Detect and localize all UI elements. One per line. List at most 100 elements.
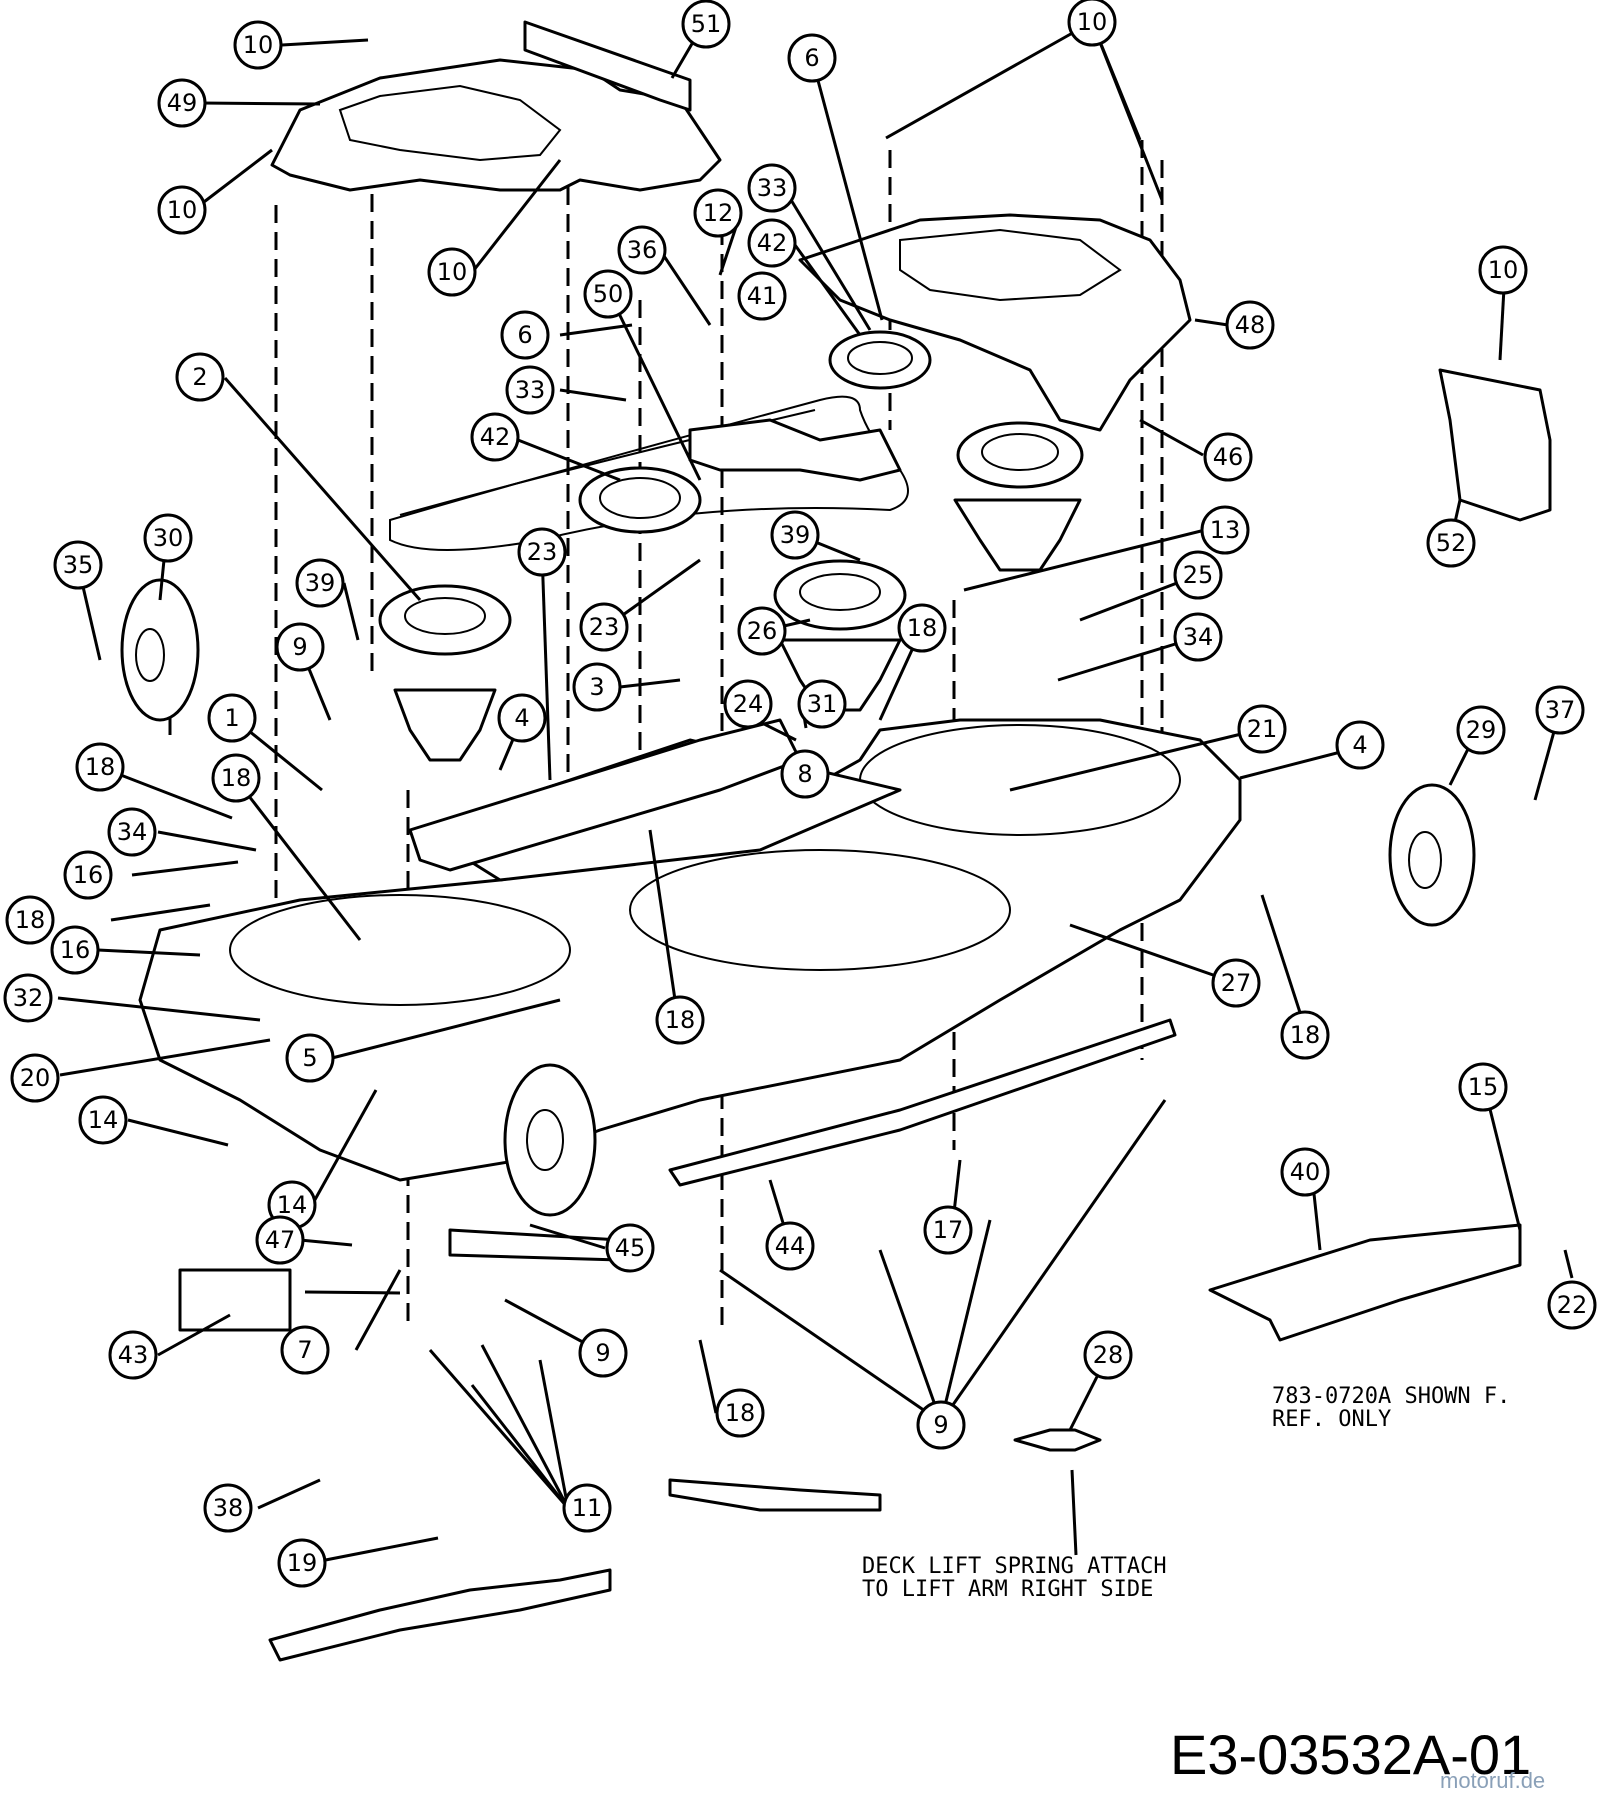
gauge-wheels — [120, 578, 1476, 1217]
callout-number: 49 — [167, 89, 198, 117]
callout-circle-2: 51 — [681, 0, 731, 49]
callout-number: 7 — [297, 1336, 312, 1364]
callout-circle-72: 38 — [203, 1483, 253, 1533]
callout-circle-38: 24 — [723, 679, 773, 729]
callout-circle-27: 39 — [770, 510, 820, 560]
callout-circle-56: 20 — [10, 1053, 60, 1103]
callout-circle-6: 10 — [427, 247, 477, 297]
callout-circle-42: 29 — [1456, 705, 1506, 755]
callout-number: 18 — [725, 1399, 756, 1427]
callout-number: 31 — [807, 690, 838, 718]
callout-circle-23: 30 — [143, 513, 193, 563]
lift-bracket-assembly — [1208, 1223, 1522, 1342]
callout-circle-41: 4 — [1335, 720, 1385, 770]
callout-circle-3: 10 — [1067, 0, 1117, 47]
leader-lines — [57, 20, 1574, 1567]
callout-number: 5 — [302, 1044, 317, 1072]
callout-number: 2 — [192, 363, 207, 391]
callout-circle-8: 10 — [1478, 245, 1528, 295]
callout-circle-15: 48 — [1225, 300, 1275, 350]
callout-number: 32 — [13, 984, 44, 1012]
callout-number: 6 — [517, 321, 532, 349]
callout-number: 10 — [437, 258, 468, 286]
callout-number: 1 — [224, 704, 239, 732]
callout-number: 48 — [1235, 311, 1266, 339]
callout-circle-40: 21 — [1237, 704, 1287, 754]
callout-circle-74: 19 — [277, 1538, 327, 1588]
callout-circle-28: 13 — [1200, 505, 1250, 555]
callout-circle-4: 49 — [157, 78, 207, 128]
reference-note: 783-0720A SHOWN F. REF. ONLY — [1272, 1384, 1511, 1432]
watermark-logo: motoruf.de — [1440, 1768, 1546, 1793]
callout-circle-16: 6 — [500, 310, 550, 360]
callout-number: 26 — [747, 617, 778, 645]
idler-bracket — [688, 418, 902, 482]
callout-number: 46 — [1213, 443, 1244, 471]
baffle — [668, 1018, 1177, 1187]
callout-number: 30 — [153, 524, 184, 552]
callout-circle-37: 4 — [497, 693, 547, 743]
callout-circle-19: 42 — [470, 412, 520, 462]
callout-number: 40 — [1290, 1158, 1321, 1186]
callout-circle-25: 39 — [295, 558, 345, 608]
callout-circle-68: 22 — [1547, 1280, 1597, 1330]
callout-circle-10: 42 — [747, 218, 797, 268]
callout-number: 10 — [243, 31, 274, 59]
right-belt-cover — [798, 213, 1192, 432]
callout-circle-66: 40 — [1280, 1147, 1330, 1197]
callout-circle-7: 6 — [787, 33, 837, 83]
callout-circle-32: 9 — [275, 622, 325, 672]
callout-circle-67: 15 — [1458, 1062, 1508, 1112]
callout-number: 14 — [277, 1191, 308, 1219]
mower-deck — [138, 718, 1242, 1182]
callout-number: 43 — [118, 1341, 149, 1369]
callout-number: 9 — [292, 633, 307, 661]
callout-circle-51: 32 — [3, 973, 53, 1023]
drawing-number: E3-03532A-01 — [1170, 1723, 1532, 1786]
callout-number: 22 — [1557, 1291, 1588, 1319]
callout-number: 33 — [515, 376, 546, 404]
callout-number: 42 — [757, 229, 788, 257]
callout-circle-36: 1 — [207, 693, 257, 743]
callout-circle-30: 25 — [1173, 550, 1223, 600]
callout-number: 13 — [1210, 516, 1241, 544]
callout-circle-49: 18 — [5, 895, 55, 945]
callout-number: 42 — [480, 423, 511, 451]
callout-number: 41 — [747, 282, 778, 310]
callout-circle-13: 50 — [583, 269, 633, 319]
callout-circle-70: 9 — [916, 1400, 966, 1450]
callout-number: 34 — [1183, 623, 1214, 651]
callout-number: 19 — [287, 1549, 318, 1577]
callout-circle-50: 16 — [50, 925, 100, 975]
callout-number: 16 — [60, 936, 91, 964]
callout-circle-57: 14 — [78, 1095, 128, 1145]
callout-number: 36 — [627, 236, 658, 264]
warning-decal — [178, 1268, 292, 1332]
callout-circle-45: 18 — [211, 753, 261, 803]
callout-number: 44 — [775, 1232, 806, 1260]
callout-number: 29 — [1466, 716, 1497, 744]
callout-number: 4 — [514, 704, 529, 732]
callout-number: 10 — [1488, 256, 1519, 284]
callout-number: 51 — [691, 10, 722, 38]
callout-circle-60: 45 — [605, 1223, 655, 1273]
callout-number: 25 — [1183, 561, 1214, 589]
callout-number: 45 — [615, 1234, 646, 1262]
callout-circle-31: 26 — [737, 606, 787, 656]
callout-circle-54: 27 — [1211, 958, 1261, 1008]
callout-number: 6 — [804, 44, 819, 72]
callout-number: 10 — [167, 196, 198, 224]
callout-number: 50 — [593, 280, 624, 308]
callout-number: 35 — [63, 551, 94, 579]
callout-number: 15 — [1468, 1073, 1499, 1101]
callout-number: 47 — [265, 1226, 296, 1254]
callout-number: 39 — [780, 521, 811, 549]
callout-circle-48: 16 — [63, 850, 113, 900]
callout-circle-39: 31 — [797, 679, 847, 729]
callout-circle-59: 47 — [255, 1215, 305, 1265]
callout-circle-55: 18 — [1280, 1010, 1330, 1060]
callout-circle-14: 41 — [737, 271, 787, 321]
shield-52 — [1438, 368, 1552, 522]
callout-number: 4 — [1352, 731, 1367, 759]
